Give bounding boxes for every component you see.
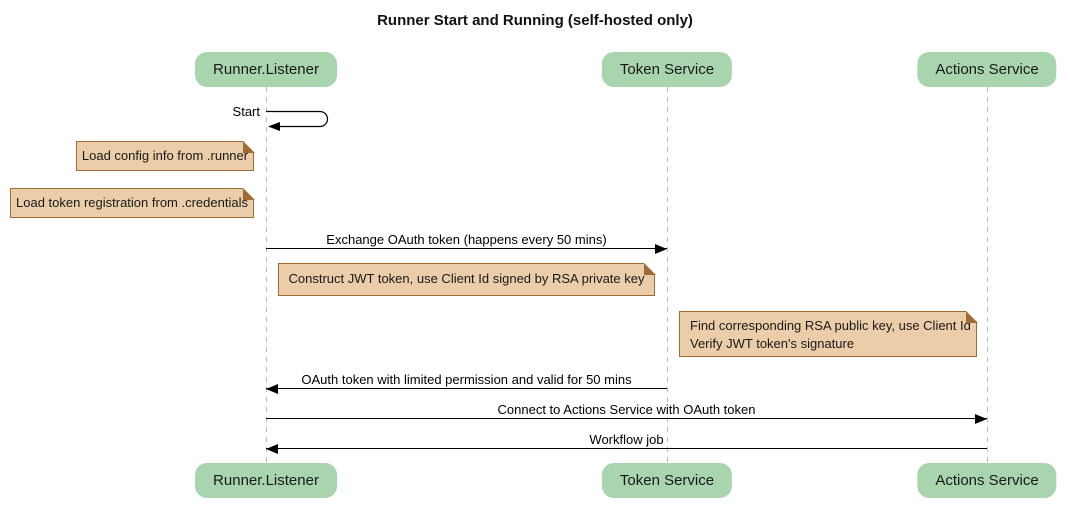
message-line [266, 413, 987, 424]
message-line [266, 243, 667, 254]
message-oauth-token-back: OAuth token with limited permission and … [266, 372, 667, 394]
self-message-arrow [266, 110, 329, 131]
note-load-token-registration: Load token registration from .credential… [10, 187, 255, 218]
lifeline-actions-service [987, 87, 988, 463]
note-text-line: Verify JWT token's signature [690, 336, 855, 351]
arrowhead-left-icon [266, 383, 278, 394]
message-line [266, 443, 987, 454]
lifeline-runner-listener [266, 87, 267, 463]
note-text: Construct JWT token, use Client Id signe… [288, 271, 645, 286]
participant-actions-service-bottom: Actions Service [917, 463, 1057, 498]
note-text: Load token registration from .credential… [16, 195, 248, 210]
message-label: Connect to Actions Service with OAuth to… [497, 402, 756, 417]
participant-runner-listener-top: Runner.Listener [195, 52, 337, 87]
lifeline-token-service [667, 87, 668, 463]
participant-runner-listener-bottom: Runner.Listener [195, 463, 337, 498]
participant-token-service-top: Token Service [601, 52, 733, 87]
arrowhead-right-icon [655, 243, 667, 254]
participant-token-service-bottom: Token Service [601, 463, 733, 498]
diagram-title: Runner Start and Running (self-hosted on… [377, 12, 693, 29]
message-exchange-oauth: Exchange OAuth token (happens every 50 m… [266, 232, 667, 254]
message-label: Workflow job [589, 432, 664, 447]
note-fold-icon [965, 310, 978, 323]
message-label: Exchange OAuth token (happens every 50 m… [326, 232, 607, 247]
note-fold-icon [643, 262, 656, 275]
participant-actions-service-top: Actions Service [917, 52, 1057, 87]
note-construct-jwt: Construct JWT token, use Client Id signe… [278, 262, 656, 296]
message-label: OAuth token with limited permission and … [301, 372, 632, 387]
message-connect-actions: Connect to Actions Service with OAuth to… [266, 402, 987, 424]
arrowhead-right-icon [975, 413, 987, 424]
note-load-config: Load config info from .runner [76, 140, 255, 171]
message-start-label: Start [232, 104, 260, 119]
message-workflow-job: Workflow job [266, 432, 987, 454]
note-text-line: Find corresponding RSA public key, use C… [690, 318, 971, 333]
arrowhead-left-icon [266, 443, 278, 454]
note-verify-jwt: Find corresponding RSA public key, use C… [679, 310, 978, 357]
note-text: Load config info from .runner [81, 148, 249, 163]
note-fold-icon [242, 140, 255, 153]
message-line [266, 383, 667, 394]
note-fold-icon [242, 187, 255, 200]
